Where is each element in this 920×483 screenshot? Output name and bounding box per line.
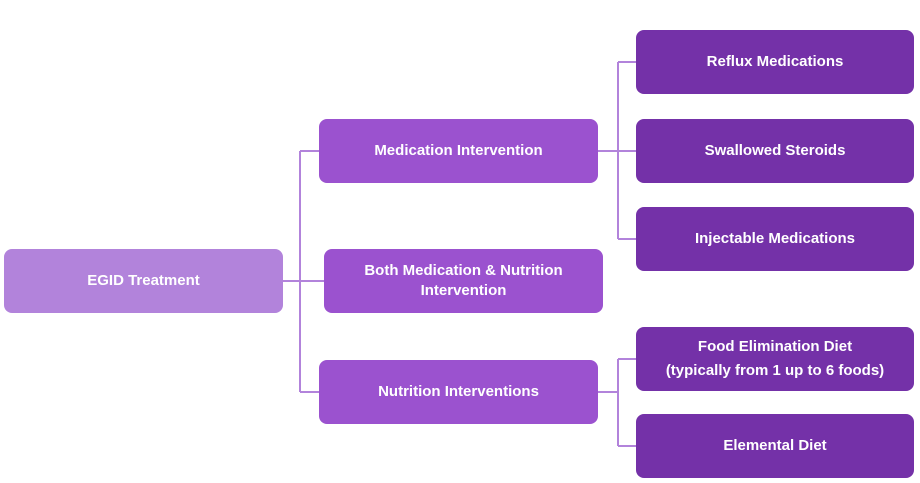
reflux-medications-label: Reflux Medications <box>706 53 844 70</box>
both-label-line2: Intervention <box>420 282 507 299</box>
node-both-medication-nutrition: Both Medication & Nutrition Intervention <box>324 249 603 313</box>
food-elimination-label-line2: (typically from 1 up to 6 foods) <box>665 362 885 379</box>
medication-intervention-label: Medication Intervention <box>374 142 543 159</box>
node-elemental-diet: Elemental Diet <box>636 414 914 478</box>
node-injectable-medications: Injectable Medications <box>636 207 914 271</box>
root-node-egid-treatment: EGID Treatment <box>4 249 283 313</box>
node-food-elimination-diet: Food Elimination Diet (typically from 1 … <box>636 327 914 391</box>
node-nutrition-interventions: Nutrition Interventions <box>319 360 598 424</box>
node-reflux-medications: Reflux Medications <box>636 30 914 94</box>
node-medication-intervention: Medication Intervention <box>319 119 598 183</box>
swallowed-steroids-label: Swallowed Steroids <box>704 142 846 159</box>
food-elimination-label-line1: Food Elimination Diet <box>697 338 853 355</box>
both-label-line1: Both Medication & Nutrition <box>364 262 563 279</box>
nutrition-interventions-label: Nutrition Interventions <box>378 383 539 400</box>
root-node-label: EGID Treatment <box>87 272 200 289</box>
elemental-diet-label: Elemental Diet <box>723 437 827 454</box>
injectable-medications-label: Injectable Medications <box>694 230 856 247</box>
node-swallowed-steroids: Swallowed Steroids <box>636 119 914 183</box>
